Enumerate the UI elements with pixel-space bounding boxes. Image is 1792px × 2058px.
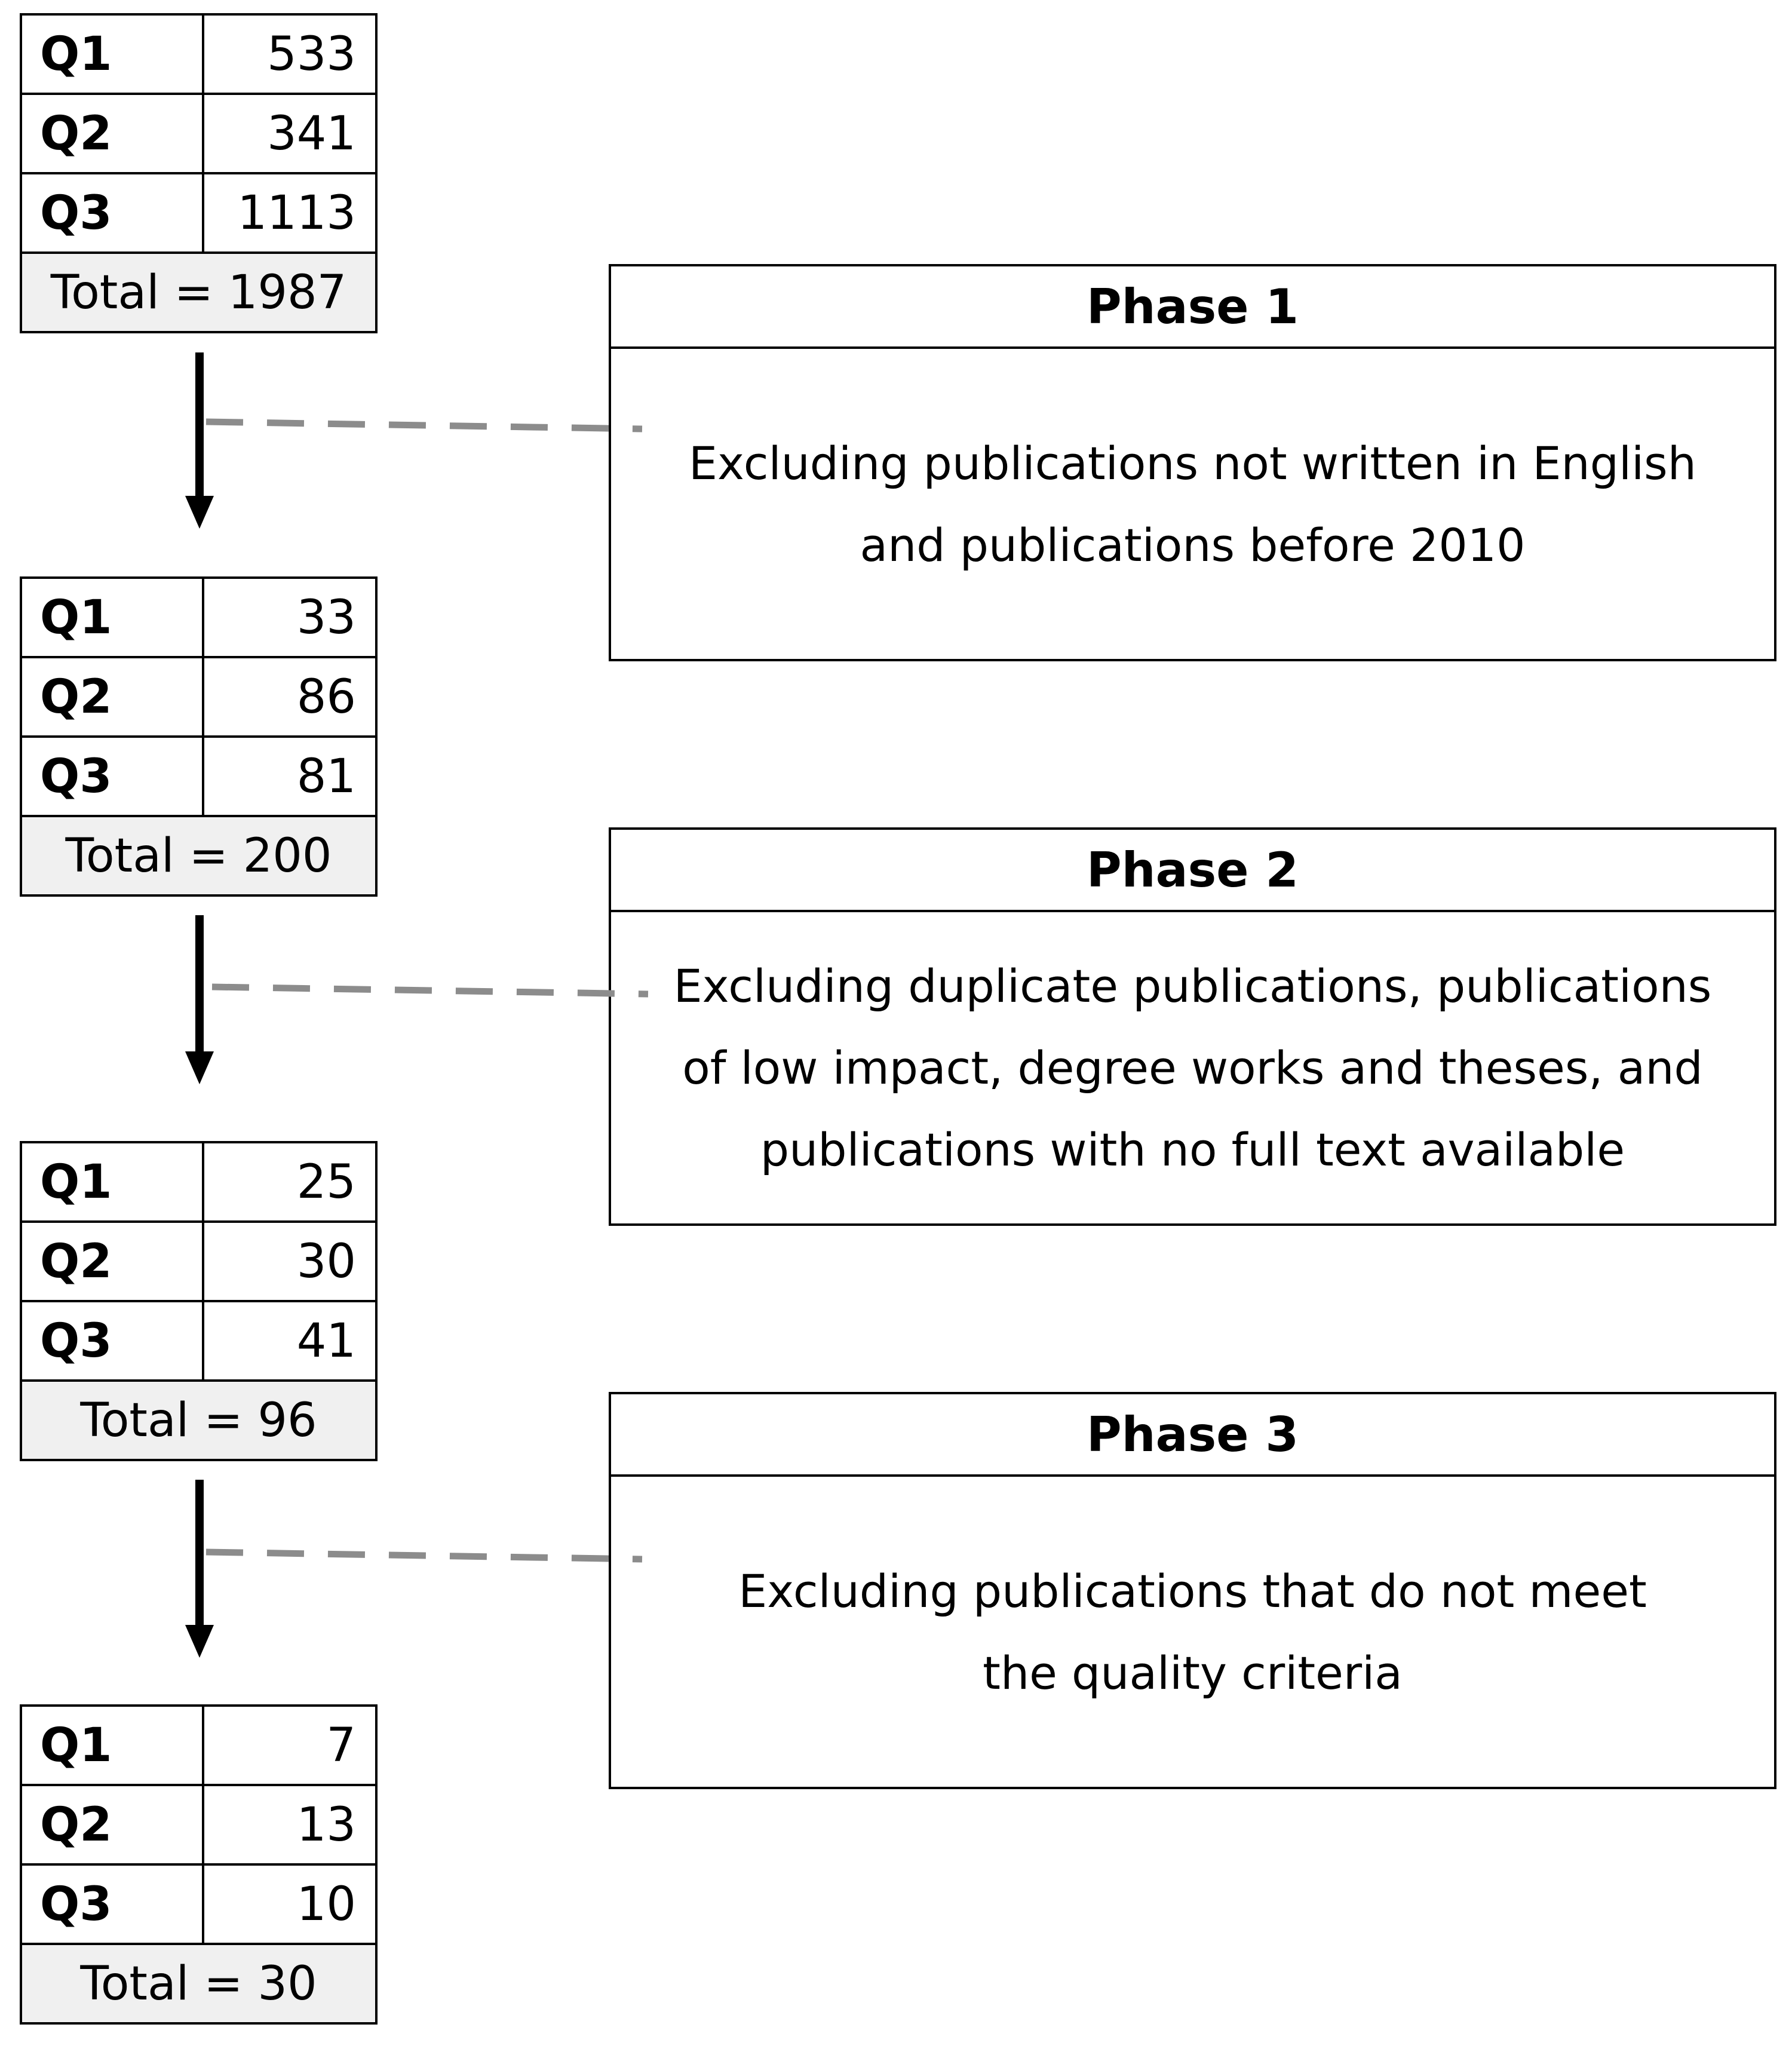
- table-row: Total = 1987: [20, 252, 378, 333]
- q2-value: 86: [202, 656, 378, 738]
- table-row: Q1 25: [20, 1141, 378, 1223]
- total-cell: Total = 1987: [20, 252, 378, 333]
- q3-label: Q3: [20, 735, 204, 817]
- phase-2-line-3: publications with no full text available: [760, 1123, 1625, 1176]
- table-row: Q1 7: [20, 1704, 378, 1786]
- phase-3-title: Phase 3: [611, 1394, 1774, 1477]
- q1-label: Q1: [20, 1141, 204, 1223]
- q3-label: Q3: [20, 172, 204, 254]
- phase-2-box: Phase 2 Excluding duplicate publications…: [609, 827, 1776, 1226]
- table-row: Q3 1113: [20, 172, 378, 254]
- phase-2-dashed-connector: [211, 983, 649, 998]
- phase-1-line-2: and publications before 2010: [860, 518, 1526, 572]
- q3-value: 81: [202, 735, 378, 817]
- stage-4-table: Q1 7 Q2 13 Q3 10 Total = 30: [20, 1704, 378, 2025]
- q3-value: 10: [202, 1863, 378, 1945]
- q1-value: 7: [202, 1704, 378, 1786]
- table-row: Q3 81: [20, 735, 378, 817]
- q2-label: Q2: [20, 1784, 204, 1866]
- phase-3-dashed-connector: [205, 1548, 643, 1563]
- phase-2-line-1: Excluding duplicate publications, public…: [673, 959, 1712, 1013]
- stage-3-table: Q1 25 Q2 30 Q3 41 Total = 96: [20, 1141, 378, 1461]
- q1-value: 533: [202, 13, 378, 95]
- table-row: Q2 86: [20, 656, 378, 738]
- q2-value: 341: [202, 93, 378, 174]
- table-row: Q2 341: [20, 93, 378, 174]
- phase-3-line-2: the quality criteria: [983, 1646, 1403, 1700]
- q1-value: 33: [202, 576, 378, 658]
- table-row: Total = 200: [20, 815, 378, 897]
- phase-3-line-1: Excluding publications that do not meet: [738, 1564, 1647, 1618]
- q3-label: Q3: [20, 1300, 204, 1382]
- arrow-head-icon: [185, 1625, 214, 1658]
- arrow-head-icon: [185, 496, 214, 529]
- table-row: Total = 30: [20, 1943, 378, 2025]
- phase-2-line-2: of low impact, degree works and theses, …: [682, 1041, 1703, 1094]
- phase-1-title: Phase 1: [611, 266, 1774, 349]
- phase-1-dashed-connector: [205, 418, 643, 433]
- phase-2-title: Phase 2: [611, 830, 1774, 912]
- phase-3-description: Excluding publications that do not meet …: [611, 1477, 1774, 1787]
- phase-3-box: Phase 3 Excluding publications that do n…: [609, 1392, 1776, 1789]
- stage-2-table: Q1 33 Q2 86 Q3 81 Total = 200: [20, 576, 378, 897]
- q3-value: 41: [202, 1300, 378, 1382]
- table-row: Q1 533: [20, 13, 378, 95]
- total-cell: Total = 200: [20, 815, 378, 897]
- table-row: Q2 13: [20, 1784, 378, 1866]
- q2-value: 30: [202, 1220, 378, 1302]
- q3-value: 1113: [202, 172, 378, 254]
- total-cell: Total = 30: [20, 1943, 378, 2025]
- total-cell: Total = 96: [20, 1379, 378, 1461]
- table-row: Q1 33: [20, 576, 378, 658]
- q2-label: Q2: [20, 1220, 204, 1302]
- table-row: Total = 96: [20, 1379, 378, 1461]
- q2-value: 13: [202, 1784, 378, 1866]
- phase-2-description: Excluding duplicate publications, public…: [611, 912, 1774, 1223]
- arrow-head-icon: [185, 1051, 214, 1084]
- phase-1-description: Excluding publications not written in En…: [611, 349, 1774, 659]
- q1-value: 25: [202, 1141, 378, 1223]
- q1-label: Q1: [20, 13, 204, 95]
- phase-1-line-1: Excluding publications not written in En…: [689, 436, 1696, 490]
- table-row: Q3 41: [20, 1300, 378, 1382]
- q1-label: Q1: [20, 576, 204, 658]
- q2-label: Q2: [20, 656, 204, 738]
- phase-1-box: Phase 1 Excluding publications not writt…: [609, 264, 1776, 661]
- table-row: Q3 10: [20, 1863, 378, 1945]
- q3-label: Q3: [20, 1863, 204, 1945]
- table-row: Q2 30: [20, 1220, 378, 1302]
- stage-1-table: Q1 533 Q2 341 Q3 1113 Total = 1987: [20, 13, 378, 333]
- flow-arrow-1: [185, 352, 214, 529]
- q1-label: Q1: [20, 1704, 204, 1786]
- flow-arrow-3: [185, 1480, 214, 1658]
- q2-label: Q2: [20, 93, 204, 174]
- flow-arrow-2: [185, 915, 214, 1084]
